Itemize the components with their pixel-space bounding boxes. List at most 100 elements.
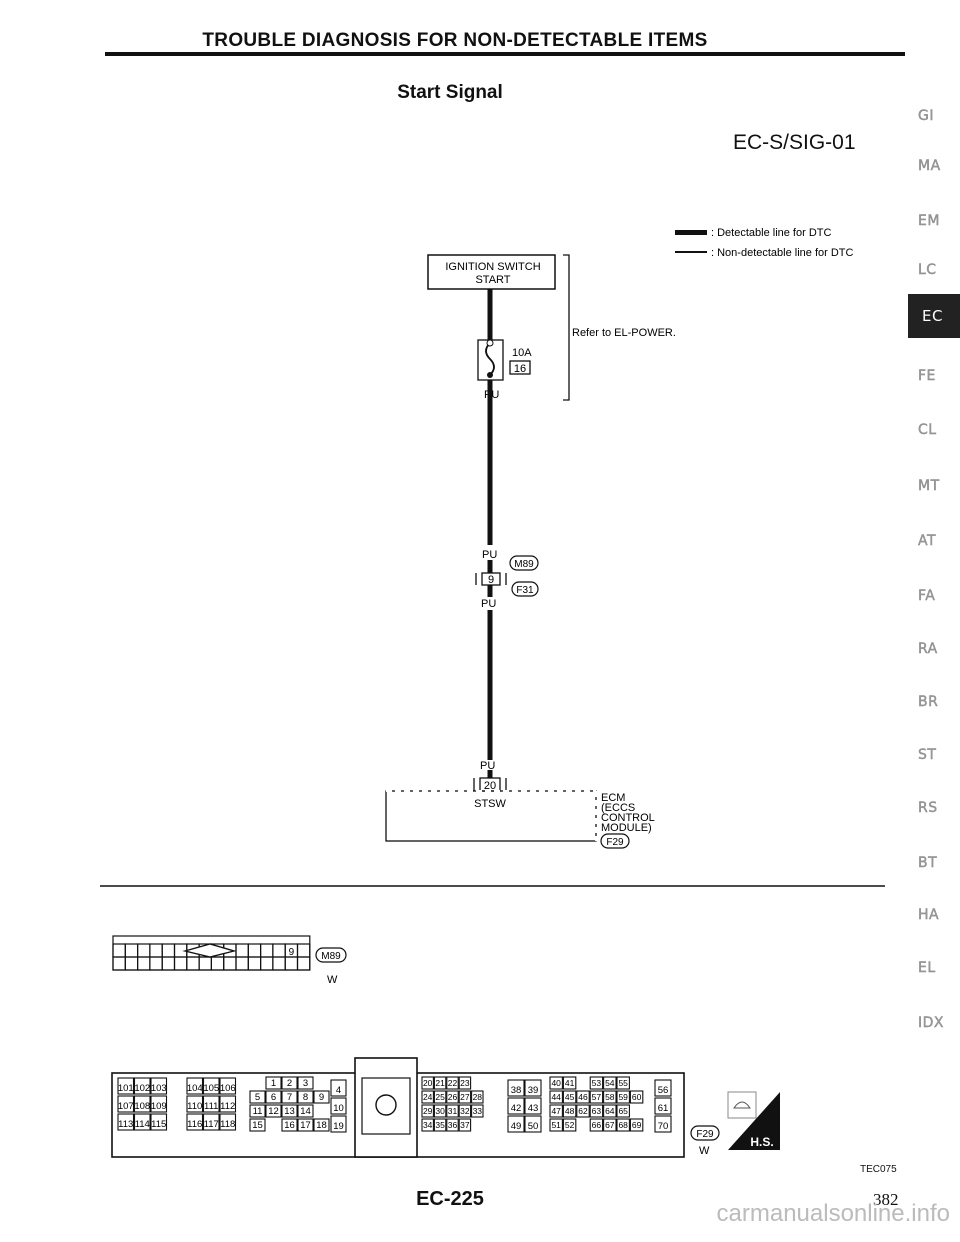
ecm-pin-cell bbox=[313, 1090, 330, 1104]
ecm-pin-cell bbox=[629, 1118, 644, 1132]
side-tab-ha[interactable]: HA bbox=[918, 907, 940, 923]
ecm-pin-number: 3 bbox=[303, 1078, 308, 1089]
side-tab-ec[interactable]: EC bbox=[908, 294, 960, 338]
ecm-pin-cell bbox=[219, 1113, 237, 1131]
header-rule bbox=[105, 52, 905, 56]
ecm-pin-number: 104 bbox=[187, 1083, 203, 1094]
ignition-switch-label: IGNITION SWITCH bbox=[445, 261, 540, 273]
ecm-pin-cell bbox=[297, 1090, 314, 1104]
connector-cell bbox=[124, 943, 139, 958]
side-tab-fe[interactable]: FE bbox=[918, 368, 936, 384]
ecm-pin-number: 30 bbox=[435, 1106, 445, 1116]
connector-m89: M89 bbox=[514, 559, 534, 570]
ecm-pin-cell bbox=[446, 1104, 459, 1118]
connector-cell bbox=[112, 956, 126, 971]
ecm-pin-number: 54 bbox=[605, 1078, 615, 1088]
ecm-pin-number: 109 bbox=[151, 1101, 167, 1112]
ecm-pin-number: 59 bbox=[618, 1092, 628, 1102]
ecm-pin-number: 69 bbox=[632, 1120, 642, 1130]
side-tab-fa[interactable]: FA bbox=[918, 588, 936, 604]
ecm-pin-cell bbox=[186, 1095, 204, 1113]
ecm-pin-number: 118 bbox=[220, 1119, 235, 1130]
ecm-pin-number: 15 bbox=[252, 1120, 263, 1131]
ecm-pin-cell bbox=[297, 1104, 314, 1118]
ecm-pin-number: 32 bbox=[460, 1106, 470, 1116]
ecm-pin-number: 64 bbox=[605, 1106, 615, 1116]
connector-f29-face-badge bbox=[690, 1125, 720, 1141]
ecm-label-4: MODULE) bbox=[601, 822, 652, 834]
ecm-pin-number: 65 bbox=[618, 1106, 628, 1116]
ecm-pin-cell bbox=[654, 1115, 672, 1133]
ecm-pin-number: 40 bbox=[551, 1078, 561, 1088]
ecm-pin-cell bbox=[421, 1104, 434, 1118]
section-title: Start Signal bbox=[0, 82, 960, 104]
side-tab-mt[interactable]: MT bbox=[918, 478, 940, 494]
ecm-pin-number: 46 bbox=[578, 1092, 588, 1102]
side-tab-gi[interactable]: GI bbox=[918, 108, 934, 124]
ecm-pin-cell bbox=[446, 1076, 459, 1090]
side-tab-ra[interactable]: RA bbox=[918, 641, 938, 657]
side-tab-em[interactable]: EM bbox=[918, 213, 940, 229]
side-tab-at[interactable]: AT bbox=[918, 533, 937, 549]
ecm-pin-number: 31 bbox=[448, 1106, 458, 1116]
connector-cell bbox=[223, 956, 237, 971]
ecm-pin-number: 102 bbox=[134, 1083, 150, 1094]
ecm-pin-cell bbox=[265, 1104, 282, 1118]
ecm-pin-number: 19 bbox=[333, 1121, 344, 1132]
ecm-pin-cell bbox=[265, 1076, 282, 1090]
ecm-pin-cell bbox=[433, 1090, 447, 1104]
ecm-pin-number: 34 bbox=[423, 1120, 433, 1130]
ecm-pin-cell bbox=[249, 1104, 266, 1118]
side-tab-bt[interactable]: BT bbox=[918, 855, 938, 871]
connector-cell bbox=[198, 956, 213, 971]
ecm-pin-number: 16 bbox=[284, 1120, 295, 1131]
ecm-pin-number: 66 bbox=[592, 1120, 602, 1130]
ecm-pin-number: 24 bbox=[423, 1092, 433, 1102]
ecm-pin-cell bbox=[562, 1104, 577, 1118]
ecm-pin-cell bbox=[117, 1113, 135, 1131]
connector-m89-face-badge bbox=[315, 947, 347, 963]
ecm-pin-number: 53 bbox=[592, 1078, 602, 1088]
section-title-text: Start Signal bbox=[397, 82, 503, 103]
side-tab-el[interactable]: EL bbox=[918, 960, 936, 976]
connector-cell bbox=[137, 956, 151, 971]
connector-cell bbox=[296, 943, 311, 958]
ecm-pin-cell bbox=[458, 1118, 472, 1132]
ecm-pin-cell bbox=[603, 1104, 617, 1118]
side-tab-br[interactable]: BR bbox=[918, 694, 939, 710]
ecm-pin-cell bbox=[524, 1097, 542, 1115]
legend-nondetectable-text: : Non-detectable line for DTC bbox=[711, 247, 854, 259]
ecm-pin-cell bbox=[249, 1090, 266, 1104]
ecm-pin-cell bbox=[562, 1090, 577, 1104]
ecm-pin-number: 101 bbox=[118, 1083, 134, 1094]
side-tab-rs[interactable]: RS bbox=[918, 800, 938, 816]
connector-cell bbox=[149, 943, 163, 958]
ecm-pin-number: 113 bbox=[118, 1119, 133, 1130]
ecm-pin-number: 44 bbox=[551, 1092, 561, 1102]
header-title: TROUBLE DIAGNOSIS FOR NON-DETECTABLE ITE… bbox=[202, 30, 708, 51]
ecm-pin-number: 117 bbox=[204, 1119, 219, 1130]
ecm-pin-cell bbox=[616, 1118, 630, 1132]
ecm-pin-cell bbox=[654, 1079, 672, 1097]
side-tab-lc[interactable]: LC bbox=[918, 262, 937, 278]
side-tab-ma[interactable]: MA bbox=[918, 158, 941, 174]
side-tab-cl[interactable]: CL bbox=[918, 422, 937, 438]
fuse-amp: 10A bbox=[512, 347, 532, 359]
ecm-pin-number: 11 bbox=[253, 1106, 263, 1117]
ecm-pin-number: 45 bbox=[565, 1092, 575, 1102]
diagram-code: EC-S/SIG-01 bbox=[733, 131, 856, 154]
ecm-pin-cell bbox=[603, 1076, 617, 1090]
side-tab-idx[interactable]: IDX bbox=[918, 1015, 944, 1031]
ecm-pin-number: 37 bbox=[460, 1120, 470, 1130]
connector-cell bbox=[161, 956, 176, 971]
side-tab-st[interactable]: ST bbox=[918, 747, 937, 763]
ecm-pin-cell bbox=[603, 1090, 617, 1104]
ecm-pin-cell bbox=[330, 1079, 347, 1097]
ecm-pin-number: 56 bbox=[658, 1085, 669, 1096]
ecm-pin-cell bbox=[471, 1104, 484, 1118]
ecm-pin-cell bbox=[654, 1097, 672, 1115]
ecm-pin-cell bbox=[186, 1113, 204, 1131]
ecm-pin-number: 112 bbox=[220, 1101, 235, 1112]
ecm-pin-number: 115 bbox=[151, 1119, 166, 1130]
